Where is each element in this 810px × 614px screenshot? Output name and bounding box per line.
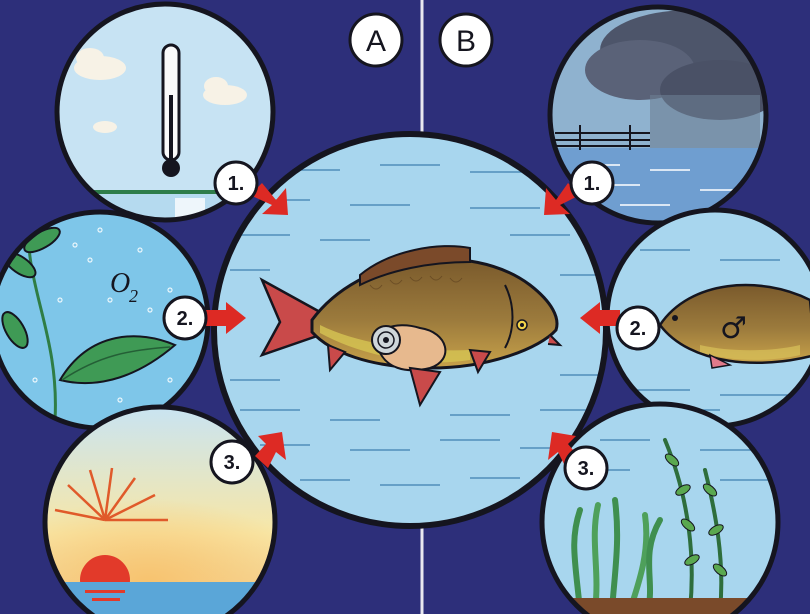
factor-a1-temperature [50,4,290,232]
oxygen-subscript: 2 [129,286,138,306]
badge-b1-label: 1. [584,173,601,195]
column-label-a: A [350,14,402,66]
thermometer-icon [162,45,180,177]
badge-a2-label: 2. [177,308,194,330]
column-label-b: B [440,14,492,66]
badge-b3: 3. [565,447,607,489]
badge-a3: 3. [211,441,253,483]
badge-a2: 2. [164,297,206,339]
badge-a1: 1. [215,162,257,204]
badge-b2-label: 2. [630,318,647,340]
column-label-a-text: A [366,25,386,58]
badge-b3-label: 3. [578,458,595,480]
badge-b1: 1. [571,162,613,204]
badge-a3-label: 3. [224,452,241,474]
male-symbol: ♂ [720,311,747,346]
column-label-b-text: B [456,25,476,58]
oxygen-symbol: O [110,268,130,299]
badge-a1-label: 1. [228,173,245,195]
badge-b2: 2. [617,307,659,349]
